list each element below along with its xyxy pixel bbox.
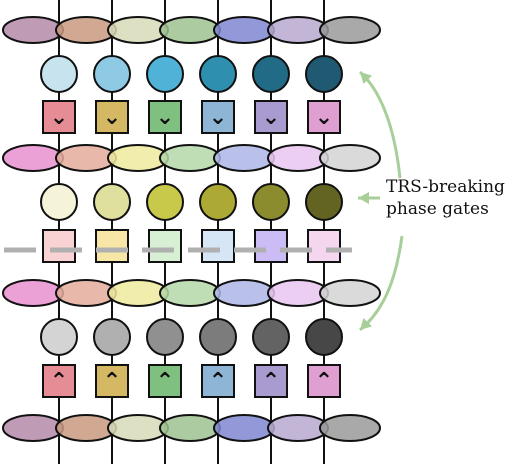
entangling-layer-bottom (2, 414, 381, 442)
annotation-arrowhead-1 (360, 72, 372, 85)
mid-upper-ellipse-4 (159, 144, 221, 172)
entangling-layer-top (2, 16, 381, 44)
annotation-arrowhead-3 (360, 317, 372, 330)
light-gate-2 (95, 229, 129, 263)
mid-lower-ellipse-4 (159, 279, 221, 307)
mid-lower-ellipse-1 (2, 279, 64, 307)
bottom-gate-symbol-3: ⌃ (156, 369, 174, 394)
mid-lower-ellipse-7 (319, 279, 381, 307)
blue-circle-4 (199, 55, 237, 93)
gray-circle-1 (40, 318, 78, 356)
top-gate-symbol-3: ⌄ (156, 105, 174, 130)
top-gate-4 (201, 100, 235, 134)
gray-circle-6 (305, 318, 343, 356)
top-gate-symbol-1: ⌄ (50, 105, 68, 130)
bottom-ellipse-5 (213, 414, 275, 442)
top-gate-symbol-5: ⌄ (262, 105, 280, 130)
top-ellipse-1 (2, 16, 64, 44)
top-ellipse-7 (319, 16, 381, 44)
phase-gate-circle-5 (252, 183, 290, 221)
bottom-gate-1 (42, 364, 76, 398)
gray-circle-2 (93, 318, 131, 356)
entangling-layer-mid-upper (2, 144, 381, 172)
annotation-line-2: phase gates (386, 199, 489, 219)
bottom-gate-3 (148, 364, 182, 398)
mid-upper-ellipse-5 (213, 144, 275, 172)
blue-circle-2 (93, 55, 131, 93)
phase-gate-circle-1 (40, 183, 78, 221)
bottom-gate-6 (307, 364, 341, 398)
mid-lower-ellipse-5 (213, 279, 275, 307)
phase-gate-circle-6 (305, 183, 343, 221)
gray-circle-5 (252, 318, 290, 356)
gray-circle-row (40, 318, 343, 356)
blue-circle-1 (40, 55, 78, 93)
annotation-line-1: TRS-breaking (386, 177, 505, 197)
top-ellipse-4 (159, 16, 221, 44)
bottom-ellipse-7 (319, 414, 381, 442)
square-gate-row-light (42, 229, 341, 263)
mid-upper-ellipse-1 (2, 144, 64, 172)
top-gate-symbol-2: ⌄ (103, 105, 121, 130)
top-gate-symbol-6: ⌄ (315, 105, 333, 130)
phase-gate-circle-2 (93, 183, 131, 221)
bottom-gate-symbol-5: ⌃ (262, 369, 280, 394)
top-gate-5 (254, 100, 288, 134)
entangling-layer-mid-lower (2, 279, 381, 307)
bottom-gate-2 (95, 364, 129, 398)
bottom-gate-symbol-1: ⌃ (50, 369, 68, 394)
bottom-ellipse-4 (159, 414, 221, 442)
bottom-gate-symbol-2: ⌃ (103, 369, 121, 394)
bottom-gate-4 (201, 364, 235, 398)
phase-gate-circle-4 (199, 183, 237, 221)
light-gate-6 (307, 229, 341, 263)
light-gate-4 (201, 229, 235, 263)
top-gate-6 (307, 100, 341, 134)
trs-breaking-phase-gates-label: TRS-breaking phase gates (386, 176, 518, 220)
blue-circle-row (40, 55, 343, 93)
top-gate-3 (148, 100, 182, 134)
top-gate-1 (42, 100, 76, 134)
bottom-ellipse-1 (2, 414, 64, 442)
top-gate-symbol-4: ⌄ (209, 105, 227, 130)
top-gate-2 (95, 100, 129, 134)
annotation-arrowhead-2 (358, 192, 369, 204)
phase-gate-circle-3 (146, 183, 184, 221)
gray-circle-3 (146, 318, 184, 356)
bottom-gate-5 (254, 364, 288, 398)
blue-circle-6 (305, 55, 343, 93)
light-gate-1 (42, 229, 76, 263)
blue-circle-5 (252, 55, 290, 93)
light-gate-3 (148, 229, 182, 263)
light-gate-5 (254, 229, 288, 263)
square-gate-row-top: ⌄ ⌄ ⌄ ⌄ ⌄ ⌄ (42, 100, 341, 134)
phase-gate-row (40, 183, 343, 221)
annotation-arrows (358, 70, 404, 332)
mid-upper-ellipse-7 (319, 144, 381, 172)
bottom-gate-symbol-6: ⌃ (315, 369, 333, 394)
top-ellipse-5 (213, 16, 275, 44)
square-gate-row-bottom: ⌃ ⌃ ⌃ ⌃ ⌃ ⌃ (42, 364, 341, 398)
bottom-gate-symbol-4: ⌃ (209, 369, 227, 394)
blue-circle-3 (146, 55, 184, 93)
gray-circle-4 (199, 318, 237, 356)
